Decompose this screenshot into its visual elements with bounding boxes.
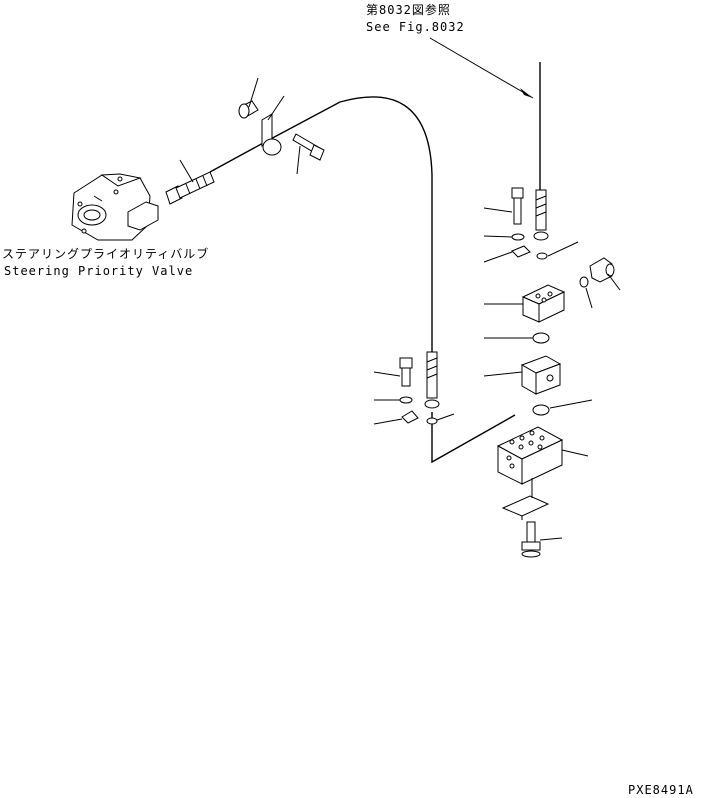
elbow-o-ring bbox=[579, 276, 589, 288]
lower-washer bbox=[399, 396, 413, 404]
upper-bolt bbox=[511, 187, 524, 225]
drawing-code: PXE8491A bbox=[628, 783, 694, 797]
adapter-o-ring bbox=[532, 332, 550, 344]
ref-en-label: See Fig.8032 bbox=[366, 20, 465, 34]
leader-lines bbox=[93, 77, 621, 541]
valve-cartridge-block bbox=[520, 355, 562, 395]
valve-fitting bbox=[165, 171, 215, 205]
adapter-block bbox=[521, 284, 566, 323]
steering-tube-upper bbox=[209, 96, 433, 360]
steering-tube-lower bbox=[431, 412, 516, 464]
block-o-ring bbox=[532, 404, 550, 416]
upper-washer bbox=[511, 233, 525, 241]
ref-leader-line bbox=[429, 37, 534, 99]
ref-arrowhead bbox=[520, 88, 533, 98]
lower-bolt bbox=[399, 357, 413, 387]
lower-tube-end bbox=[424, 351, 440, 409]
lower-o-ring bbox=[426, 417, 438, 425]
ref-jp-label: 第8032図参照 bbox=[366, 2, 451, 17]
mounting-bolt bbox=[521, 521, 541, 558]
clamp bbox=[261, 113, 282, 156]
clamp-bolt bbox=[292, 133, 325, 161]
upper-clip bbox=[511, 245, 531, 258]
mounting-bracket bbox=[501, 478, 550, 520]
lower-clip bbox=[401, 410, 419, 424]
steering-priority-valve bbox=[71, 173, 159, 241]
upper-o-ring bbox=[536, 252, 548, 260]
upper-tube-end bbox=[533, 189, 549, 241]
elbow-fitting bbox=[589, 257, 615, 283]
clamp-cushion bbox=[238, 100, 259, 119]
valve-jp-label: ステアリングプライオリティバルブ bbox=[2, 246, 209, 261]
main-valve-block bbox=[496, 426, 564, 485]
valve-en-label: Steering Priority Valve bbox=[4, 264, 193, 278]
